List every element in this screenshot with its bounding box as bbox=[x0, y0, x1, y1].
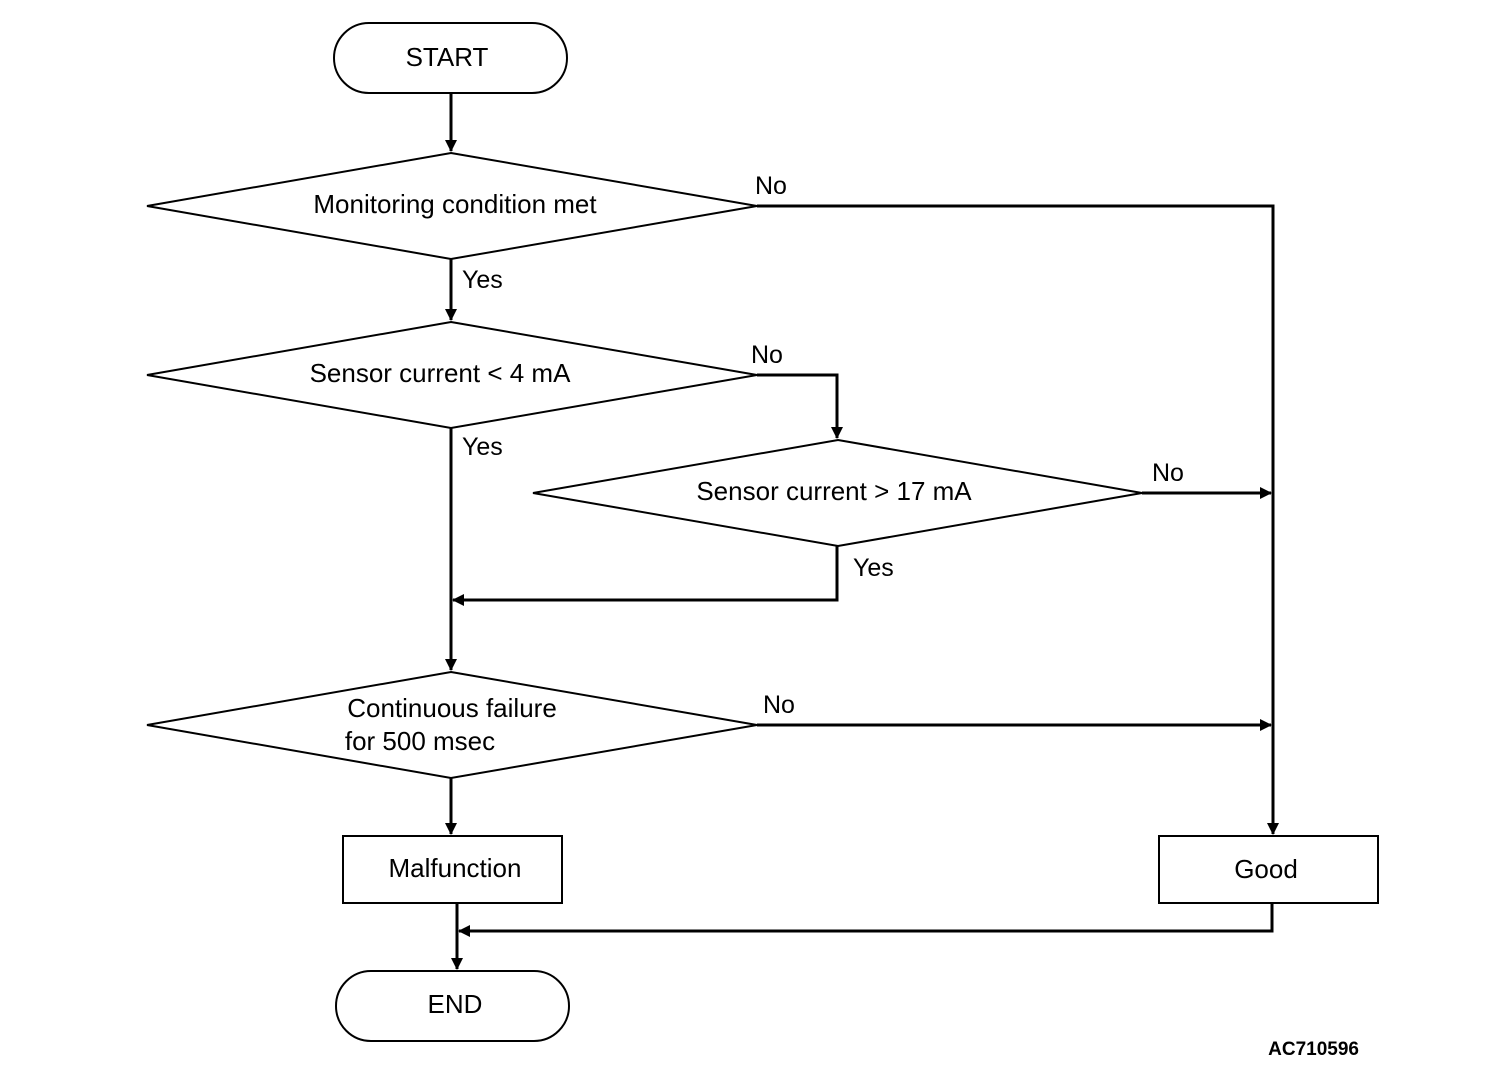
monitoring-condition-label: Monitoring condition met bbox=[313, 189, 597, 219]
good-to-end-path bbox=[458, 903, 1274, 937]
continuous-failure-label-line-2: for 500 msec bbox=[345, 726, 495, 756]
high-current-label: Sensor current > 17 mA bbox=[696, 476, 972, 506]
low-current-yes-label: Yes bbox=[462, 433, 503, 461]
monitoring-no-path bbox=[757, 204, 1279, 835]
good-box bbox=[1158, 835, 1379, 904]
end-terminator bbox=[335, 970, 570, 1042]
low-current-no-path bbox=[757, 373, 843, 439]
monitoring-no-label: No bbox=[755, 172, 787, 200]
good-label: Good bbox=[1234, 854, 1298, 884]
malfunction-box bbox=[342, 835, 563, 904]
low-current-no-label: No bbox=[751, 341, 783, 369]
start-label: START bbox=[406, 42, 489, 72]
high-current-no-label: No bbox=[1152, 459, 1184, 487]
low-current-label: Sensor current < 4 mA bbox=[310, 358, 571, 388]
high-current-yes-path bbox=[452, 546, 839, 606]
monitoring-yes-label: Yes bbox=[462, 266, 503, 294]
continuous-no-label: No bbox=[763, 691, 795, 719]
high-current-yes-label: Yes bbox=[853, 554, 894, 582]
end-label: END bbox=[428, 989, 483, 1019]
malfunction-label: Malfunction bbox=[389, 853, 522, 883]
reference-code: AC710596 bbox=[1268, 1039, 1359, 1060]
continuous-failure-label-line-1: Continuous failure bbox=[347, 693, 557, 723]
